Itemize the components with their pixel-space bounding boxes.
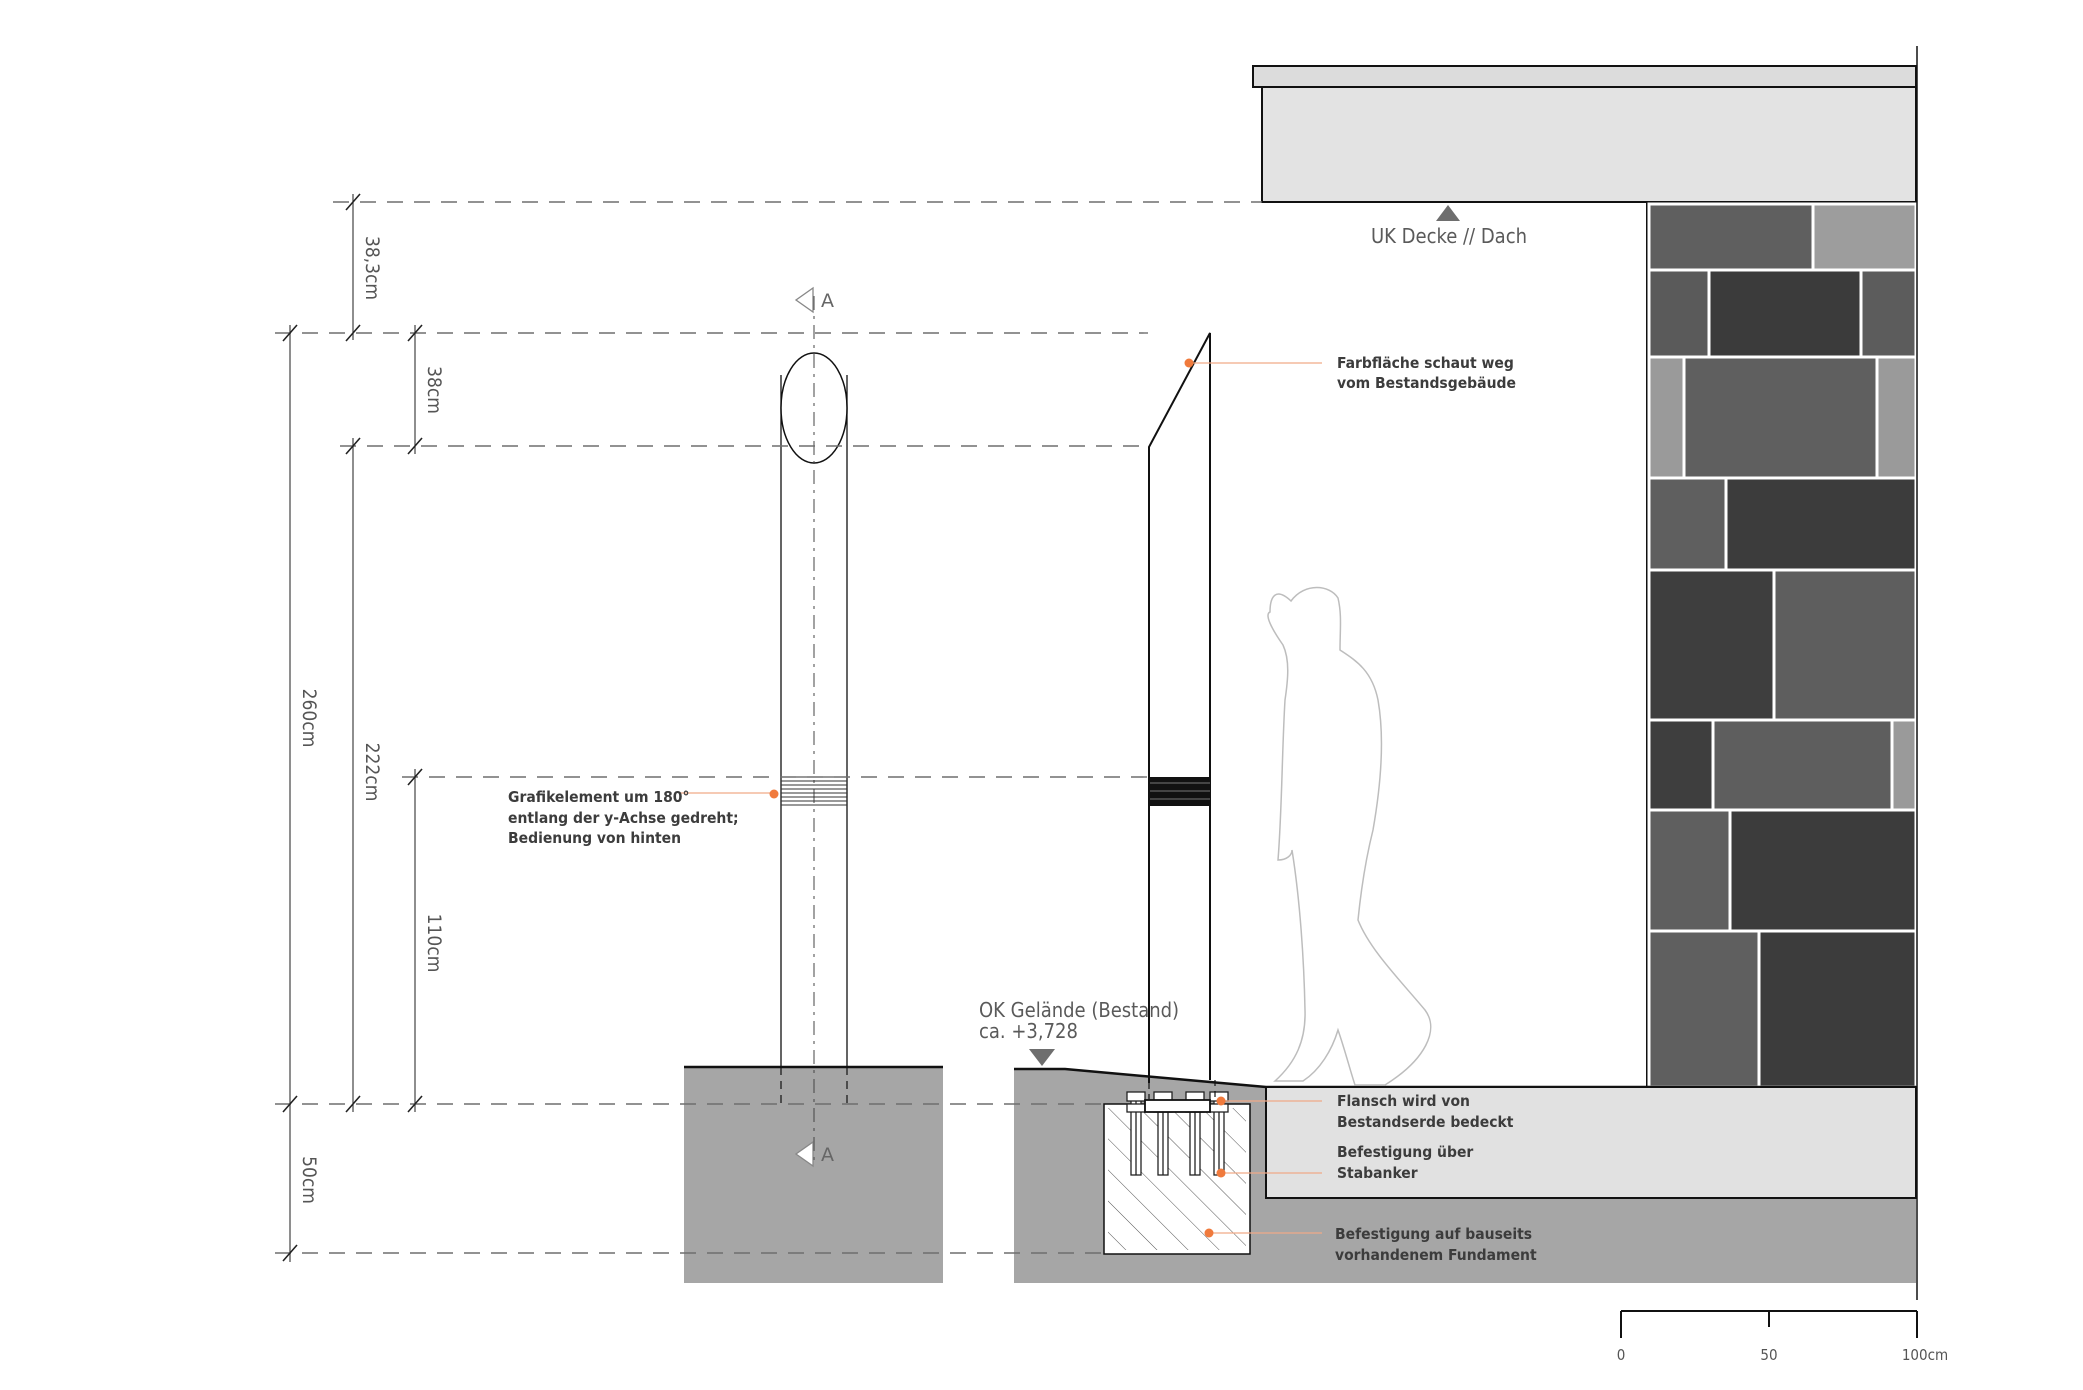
note-fundament: Befestigung auf bauseits vorhandenem Fun… (1204, 1225, 1537, 1264)
note-befestigung-line2: Stabanker (1337, 1164, 1418, 1182)
level-marker-ceiling: UK Decke // Dach (1371, 205, 1527, 248)
note-flansch: Flansch wird von Bestandserde bedeckt (1216, 1092, 1514, 1131)
person-silhouette (1267, 586, 1432, 1086)
note-befestigung-line1: Befestigung über (1337, 1143, 1473, 1161)
section-mark-bottom: A (794, 1140, 834, 1168)
note-grafikelement: Grafikelement um 180° entlang der y-Achs… (508, 788, 779, 847)
note-farbflaeche-line2: vom Bestandsgebäude (1337, 374, 1516, 392)
roof-slab (1252, 65, 1917, 203)
flange-plate (1144, 1099, 1211, 1113)
dim-260cm: 260cm (298, 689, 320, 748)
stele-front-view (780, 296, 848, 1165)
note-grafik-line3: Bedienung von hinten (508, 829, 681, 847)
floor-slab (1265, 1086, 1917, 1199)
stone-wall (1646, 201, 1918, 1089)
note-flansch-line2: Bestandserde bedeckt (1337, 1113, 1514, 1131)
note-grafik-line2: entlang der y-Achse gedreht; (508, 809, 739, 827)
grafik-element-side (1150, 777, 1210, 806)
scale-label-50: 50 (1760, 1346, 1777, 1364)
dim-110cm: 110cm (423, 914, 445, 973)
dimension-labels: 38,3cm 38cm 260cm 222cm 110cm 50cm (298, 236, 445, 1204)
note-flansch-line1: Flansch wird von (1337, 1092, 1470, 1110)
section-mark-top: A (794, 286, 834, 314)
level-ceiling-label: UK Decke // Dach (1371, 224, 1527, 248)
scale-label-0: 0 (1617, 1346, 1626, 1364)
note-farbflaeche: Farbfläche schaut weg vom Bestandsgebäud… (1184, 354, 1516, 392)
note-befestigung: Befestigung über Stabanker (1216, 1143, 1473, 1182)
note-fundament-line1: Befestigung auf bauseits (1335, 1225, 1532, 1243)
foundation-block (1103, 1103, 1251, 1255)
dim-38cm: 38cm (423, 366, 445, 414)
note-fundament-line2: vorhandenem Fundament (1335, 1246, 1537, 1264)
level-marker-ground: OK Gelände (Bestand) ca. +3,728 (979, 998, 1179, 1066)
dim-38-3cm: 38,3cm (361, 236, 383, 300)
ground-left (684, 1065, 943, 1283)
dim-222cm: 222cm (361, 743, 383, 802)
dim-50cm: 50cm (298, 1156, 320, 1204)
dimension-lines (282, 193, 423, 1262)
scale-label-100: 100cm (1902, 1346, 1948, 1364)
stele-side-view (1148, 332, 1216, 1099)
section-mark-bottom-label: A (821, 1144, 834, 1166)
reference-lines (275, 201, 1262, 1254)
section-mark-top-label: A (821, 290, 834, 312)
note-farbflaeche-line1: Farbfläche schaut weg (1337, 354, 1514, 372)
note-grafik-line1: Grafikelement um 180° (508, 788, 689, 806)
scale-bar (1620, 1310, 1918, 1338)
level-ground-label-1: OK Gelände (Bestand) (979, 998, 1179, 1022)
level-ground-label-2: ca. +3,728 (979, 1019, 1078, 1043)
